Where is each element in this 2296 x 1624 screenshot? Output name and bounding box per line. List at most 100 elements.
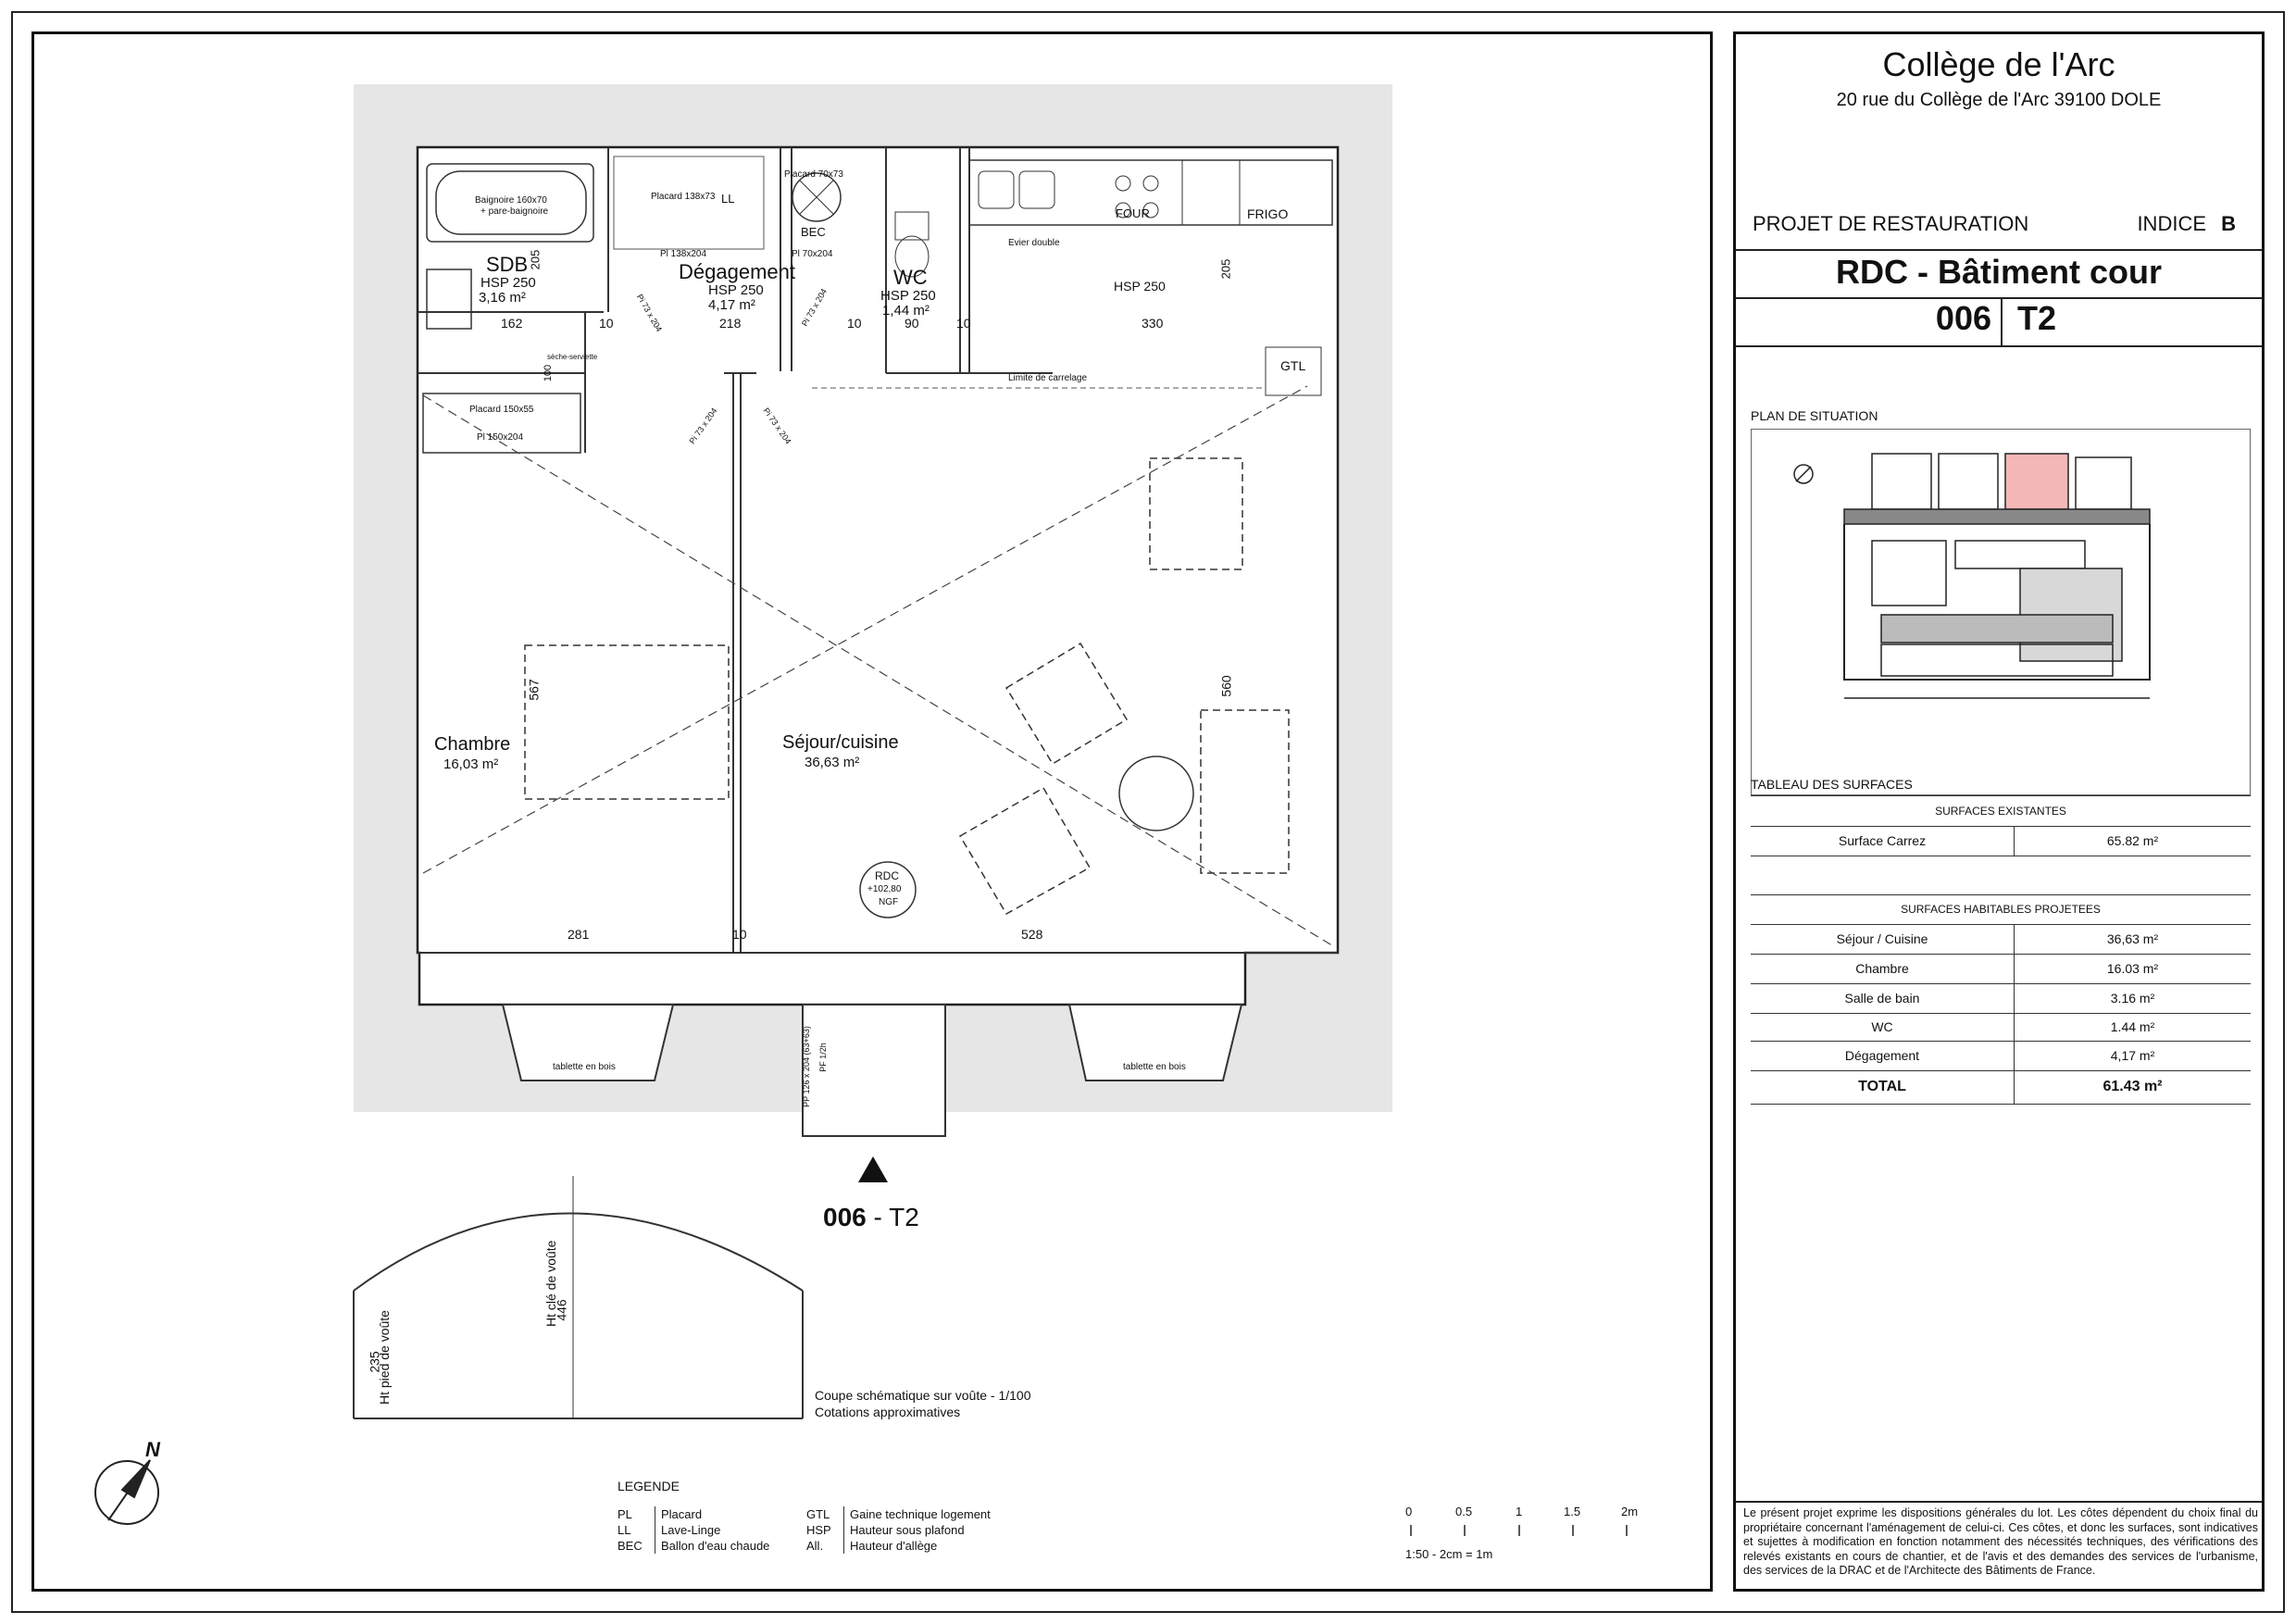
- sheet-border: [11, 11, 2285, 1613]
- interior-walls: [418, 147, 1338, 954]
- label-baignoire: Baignoire 160x70: [475, 195, 547, 206]
- compass-icon: [1793, 464, 1814, 484]
- label-pf-main: PP 126 x 204 (63+63): [801, 1026, 811, 1107]
- dim-100: 100: [543, 364, 555, 382]
- table-total-row: TOTAL 61.43 m²: [1751, 1070, 2251, 1105]
- dim-10-d: 10: [732, 927, 747, 942]
- situation-plan-drawing: [1793, 453, 2151, 699]
- scale-tick-0: 0: [1405, 1505, 1413, 1518]
- bathtub: [426, 163, 594, 243]
- level-marker-alt: +102,80: [867, 884, 902, 894]
- row-label: Salle de bain: [1844, 991, 1920, 1006]
- legend-text: Lave-Linge: [661, 1523, 721, 1537]
- level-title: RDC - Bâtiment cour: [1835, 253, 2163, 291]
- unit-arrow-icon: [858, 1156, 888, 1182]
- dim-10-c: 10: [956, 316, 971, 331]
- kitchen-counter: [968, 159, 1333, 226]
- table-row: Dégagement 4,17 m²: [1751, 1041, 2251, 1071]
- scale-caption: 1:50 - 2cm = 1m: [1405, 1547, 1493, 1561]
- unit-label-type: - T2: [866, 1203, 919, 1231]
- row-value: 65.82 m²: [2014, 826, 2251, 856]
- row-value: 3.16 m²: [2014, 983, 2251, 1013]
- divider: [1736, 297, 2262, 299]
- label-gtl: GTL: [1280, 358, 1306, 373]
- table-row: WC 1.44 m²: [1751, 1013, 2251, 1042]
- label-placard-ll: Placard 138x73: [651, 192, 716, 202]
- label-evier: Evier double: [1008, 238, 1060, 248]
- table-row: Salle de bain 3.16 m²: [1751, 983, 2251, 1014]
- legend-abbr: All.: [806, 1538, 844, 1554]
- legend-text: Hauteur d'allège: [850, 1539, 938, 1553]
- legend-abbr: HSP: [806, 1522, 844, 1538]
- row-label: Dégagement: [1844, 1048, 1920, 1063]
- project-type: PROJET DE RESTAURATION: [1753, 212, 2029, 235]
- label-pare-baignoire: + pare-baignoire: [480, 206, 549, 217]
- room-wc-name: WC: [893, 266, 928, 289]
- dim-281: 281: [568, 927, 590, 942]
- dim-90: 90: [905, 316, 919, 331]
- room-degagement-hsp: HSP 250: [708, 282, 764, 298]
- label-placard-150: Placard 150x55: [469, 405, 534, 415]
- label-pl-70: Pl 70x204: [792, 249, 833, 259]
- row-value: 1.44 m²: [2014, 1013, 2251, 1041]
- room-wc-hsp: HSP 250: [880, 288, 936, 304]
- legend-abbr: GTL: [806, 1506, 844, 1522]
- row-label: Séjour / Cuisine: [1836, 931, 1928, 946]
- table-row: Chambre 16.03 m²: [1751, 954, 2251, 984]
- row-value: 16.03 m²: [2014, 954, 2251, 983]
- vault-section: [353, 1176, 804, 1419]
- coupe-h-cle-label: Ht clé de voûte: [543, 1240, 558, 1327]
- table-header: SURFACES EXISTANTES: [1751, 796, 2251, 827]
- legend-text: Gaine technique logement: [850, 1507, 991, 1521]
- label-seche: sèche-serviette: [547, 353, 598, 361]
- legend-item: LL Lave-Linge: [618, 1522, 769, 1538]
- legend-text: Placard: [661, 1507, 703, 1521]
- lot-highlight: [2004, 453, 2069, 510]
- indice-label: INDICE: [2137, 212, 2206, 235]
- dim-528: 528: [1021, 927, 1043, 942]
- dim-10-a: 10: [599, 316, 614, 331]
- scale-tick-3: 1.5: [1564, 1505, 1581, 1518]
- dim-567: 567: [526, 679, 542, 701]
- level-marker-level: RDC: [875, 869, 899, 882]
- legend-abbr: LL: [618, 1522, 655, 1538]
- placard-ll: [613, 156, 765, 250]
- label-tablette-left: tablette en bois: [553, 1062, 616, 1072]
- diagonal-lines: [422, 385, 1336, 948]
- legend-title: LEGENDE: [618, 1479, 680, 1493]
- room-chambre-area: 16,03 m²: [443, 756, 499, 772]
- label-placard-bec: Placard 70x73: [784, 169, 843, 180]
- scale-tick-4: 2m: [1621, 1505, 1639, 1518]
- dim-162: 162: [501, 316, 523, 331]
- legend-abbr: PL: [618, 1506, 655, 1522]
- dim-330: 330: [1142, 316, 1164, 331]
- indice-value: B: [2221, 212, 2236, 235]
- label-frigo: FRIGO: [1247, 206, 1289, 221]
- disclaimer-note: Le présent projet exprime les dispositio…: [1743, 1506, 2258, 1577]
- surfaces-label: TABLEAU DES SURFACES: [1751, 777, 1913, 792]
- coupe-caption-2: Cotations approximatives: [815, 1405, 961, 1419]
- sink-1: [978, 170, 1015, 209]
- room-degagement-area: 4,17 m²: [708, 297, 755, 313]
- room-degagement-name: Dégagement: [679, 260, 795, 283]
- placard-150: [422, 393, 581, 454]
- plan-frame: SDB HSP 250 3,16 m² Dégagement HSP 250 4…: [31, 31, 1713, 1592]
- title-block: Collège de l'Arc 20 rue du Collège de l'…: [1733, 31, 2265, 1592]
- bec-boiler: [792, 172, 842, 222]
- room-sdb-name: SDB: [486, 253, 529, 276]
- room-sejour-area: 36,63 m²: [805, 755, 860, 770]
- room-chambre-name: Chambre: [434, 734, 511, 755]
- label-pf-main-2: PF 1/2h: [817, 1043, 828, 1072]
- label-tablette-right: tablette en bois: [1123, 1062, 1186, 1072]
- legend-item: GTL Gaine technique logement: [806, 1506, 991, 1522]
- label-four: FOUR: [1116, 206, 1150, 220]
- north-arrow-icon: [94, 1459, 159, 1525]
- scale-tick-2: 1: [1516, 1505, 1523, 1518]
- table-row: Surface Carrez 65.82 m²: [1751, 826, 2251, 856]
- legend-item: All. Hauteur d'allège: [806, 1538, 991, 1554]
- dim-205-a: 205: [528, 249, 543, 270]
- sink-2: [1018, 170, 1055, 209]
- facade-openings: [501, 1004, 1243, 1137]
